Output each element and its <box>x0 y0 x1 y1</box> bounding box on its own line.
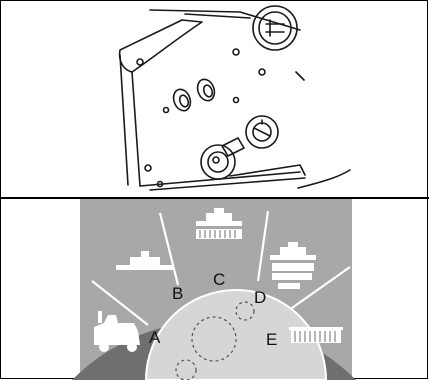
hub-dashed-circles <box>175 301 255 380</box>
control-panel-illustration <box>118 5 351 191</box>
cylindrical-brush-icon <box>196 208 242 239</box>
top-image-cell <box>118 5 351 191</box>
position-label-a: A <box>149 328 161 347</box>
panel-corner <box>229 164 306 177</box>
toggle-switch-2 <box>196 78 216 102</box>
screw-1 <box>136 58 144 66</box>
emergency-button-mark <box>265 19 285 37</box>
screw-2 <box>144 164 152 172</box>
panel-top-edge <box>118 19 203 73</box>
position-label-e: E <box>266 330 277 349</box>
screw-6 <box>232 96 240 104</box>
brush-deck-icon <box>289 327 343 343</box>
panel-left-edge <box>119 54 141 187</box>
screw-4 <box>258 68 266 76</box>
dual-brush-icon <box>270 242 316 289</box>
toggle-switch-1 <box>172 88 192 112</box>
position-label-d: D <box>254 288 266 307</box>
key-switch <box>200 137 245 180</box>
emergency-button-outer <box>252 5 298 51</box>
position-label-c: C <box>213 270 225 289</box>
segment-dividers <box>91 210 351 326</box>
screw-7 <box>162 106 170 114</box>
row-divider <box>0 197 429 199</box>
panel-bottom-edge <box>139 171 306 191</box>
emergency-button-inner <box>258 11 292 45</box>
position-label-b: B <box>172 284 183 303</box>
screw-8 <box>156 180 164 188</box>
screw-3 <box>232 48 240 56</box>
panel-right-contour <box>295 71 351 189</box>
bottom-image-cell: A B C D E <box>0 199 429 380</box>
rotary-knob <box>245 115 279 149</box>
brush-selector-dial: A B C D E <box>72 199 356 380</box>
screw-5 <box>212 156 220 164</box>
pad-driver-icon <box>116 251 174 270</box>
bristle-lines <box>199 230 336 342</box>
scrubber-machine-icon <box>94 311 140 352</box>
